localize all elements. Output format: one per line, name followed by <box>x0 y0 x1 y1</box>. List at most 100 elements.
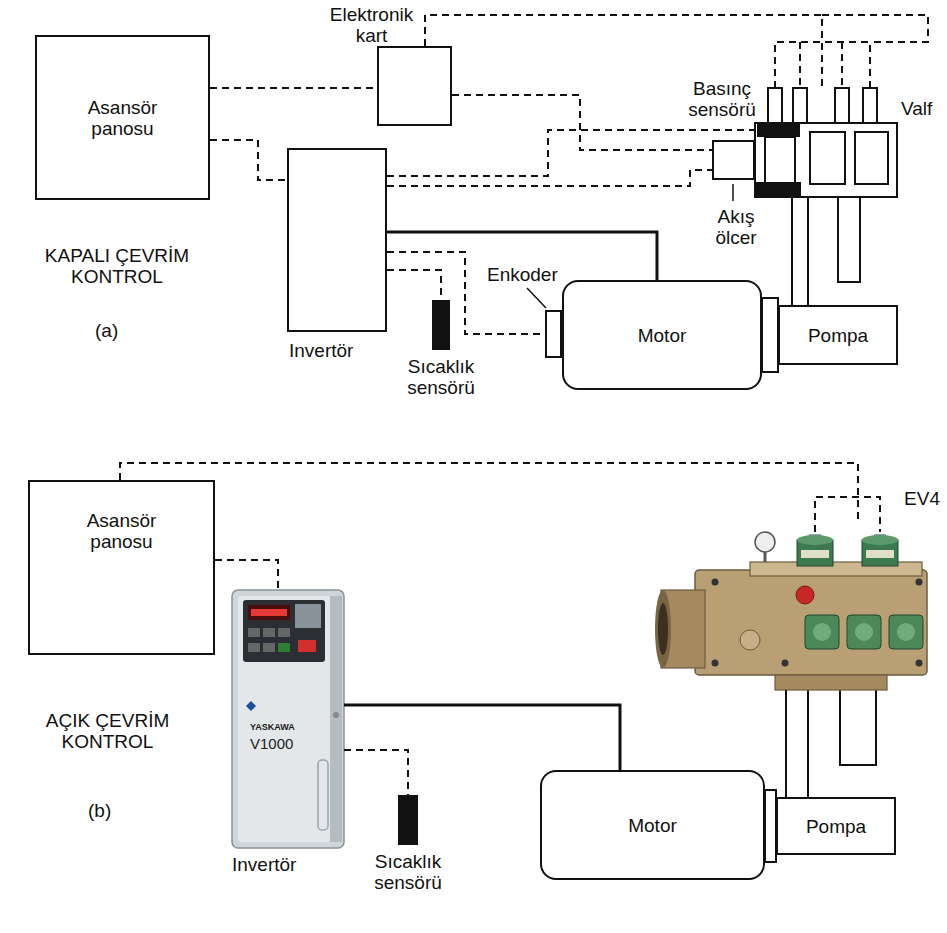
signal-wire <box>210 87 377 89</box>
node-label: Asansör panosu <box>67 510 177 552</box>
node-label: Sıcaklık sensörü <box>363 851 453 893</box>
inverter-unit: Invertör <box>232 590 344 848</box>
signal-wire <box>452 95 712 150</box>
key <box>248 643 260 652</box>
valve-body <box>755 123 897 197</box>
ev4-valve-illustration <box>655 532 927 690</box>
signal-wire <box>387 170 712 186</box>
adjuster-screw <box>813 623 831 641</box>
adjuster-screw <box>897 623 915 641</box>
signal-wire <box>387 270 441 300</box>
diagram-caption: AÇIK ÇEVRİM KONTROL <box>15 710 200 752</box>
adjuster-cap <box>847 615 881 649</box>
hydraulic-pipe-wall <box>807 690 809 797</box>
solenoid-coil <box>793 88 807 123</box>
panel-letter: (b) <box>88 800 128 821</box>
lcd-display <box>248 605 290 620</box>
red-knob <box>796 586 814 604</box>
shaft-coupling <box>765 790 776 862</box>
temperature-sensor: Sıcaklık sensörü <box>398 795 418 845</box>
lcd-digits <box>251 609 287 616</box>
inlet-bore <box>658 603 668 655</box>
electronic-card-box: Elektronik kart <box>377 46 452 126</box>
valve-drawing <box>755 88 897 197</box>
node-label: Invertör <box>232 854 332 875</box>
key <box>248 628 260 637</box>
signal-wire <box>425 15 822 86</box>
valve-chamber <box>855 132 888 184</box>
node-label: Valf <box>901 98 941 119</box>
key <box>263 628 275 637</box>
signal-wire-branch <box>822 15 928 42</box>
inverter-side <box>330 596 342 842</box>
hydraulic-pipe <box>791 197 793 305</box>
leader-line <box>527 288 546 308</box>
adjuster-cap <box>805 615 839 649</box>
key <box>263 643 275 652</box>
signal-wire-branch <box>815 497 880 532</box>
shaft-coupling <box>762 298 778 372</box>
coil-top <box>797 535 833 545</box>
pressure-gauge <box>755 532 775 552</box>
motor-box: Motor <box>540 770 765 880</box>
node-label: EV4 <box>895 488 940 509</box>
signal-wire-branch <box>841 42 843 88</box>
bolt <box>916 579 923 586</box>
motor-box: Motor <box>562 280 762 390</box>
node-label: Pompa <box>806 816 866 837</box>
hydraulic-pipe <box>785 690 787 797</box>
valve-chamber <box>810 132 845 184</box>
node-label: Basınç sensörü <box>682 78 762 120</box>
display-cover <box>295 604 321 628</box>
diagram-caption: KAPALI ÇEVRİM KONTROL <box>17 245 217 287</box>
key <box>278 628 290 637</box>
temperature-sensor: Sıcaklık sensörü <box>432 300 450 350</box>
signal-wire <box>215 560 278 590</box>
adjuster-screw <box>855 623 873 641</box>
inverter-illustration <box>232 590 344 848</box>
pump-box: Pompa <box>778 305 898 365</box>
leader-line <box>732 184 734 201</box>
coil-band <box>801 550 829 558</box>
solenoid-coil <box>863 88 877 123</box>
inverter-housing <box>232 590 344 848</box>
inlet-opening <box>655 590 671 668</box>
node-label: Motor <box>628 815 677 836</box>
inverter-front <box>238 596 330 842</box>
brand-logo <box>246 701 256 711</box>
node-label: Asansör panosu <box>68 97 178 139</box>
flow-meter: Akış ölcer <box>712 140 755 180</box>
coil-top <box>862 535 898 545</box>
valve-block: ValfBasınç sensörü <box>755 86 897 197</box>
node-label: Invertör <box>289 340 389 361</box>
control-panel-box: Asansör panosu <box>35 35 210 200</box>
node-label: Pompa <box>808 325 868 346</box>
node-label: Sıcaklık sensörü <box>396 356 486 398</box>
key <box>298 640 316 652</box>
bolt <box>916 660 923 667</box>
model-name: V1000 <box>250 735 310 752</box>
brand-name: YASKAWA <box>250 722 320 733</box>
solenoid-coil <box>768 88 782 123</box>
pressure-sensor: Basınç sensörü <box>757 123 800 137</box>
inverter-box: Invertör <box>287 148 387 332</box>
encoder: Enkoder <box>545 310 562 358</box>
signal-wire <box>210 140 287 180</box>
valve-chamber <box>765 137 795 183</box>
node-label: Akış ölcer <box>706 206 766 248</box>
valve-body <box>695 570 927 675</box>
node-label: Enkoder <box>487 264 567 285</box>
pump-box: Pompa <box>776 797 896 855</box>
coil-band <box>866 550 894 558</box>
pressure-sensor-part <box>757 183 800 197</box>
control-panel-box: Asansör panosu <box>28 480 215 655</box>
hydraulic-pipe-wall <box>807 197 809 305</box>
open-pipe <box>838 197 860 282</box>
key <box>278 643 290 652</box>
solenoid-coil <box>835 88 849 123</box>
signal-wire <box>344 750 408 795</box>
valve-base-block <box>775 675 887 690</box>
cable-slot <box>318 760 328 830</box>
bolt <box>712 579 719 586</box>
signal-wire <box>120 463 858 520</box>
